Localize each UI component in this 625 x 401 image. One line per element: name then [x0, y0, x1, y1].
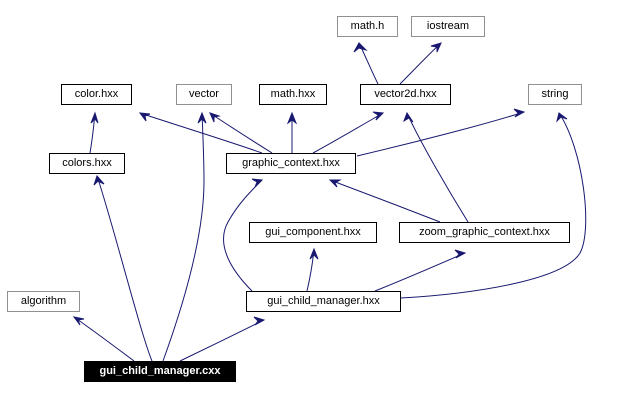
edge-graphic_context_hxx-to-color_hxx	[138, 112, 263, 154]
arrowhead-icon	[372, 111, 385, 121]
graph-node-gui-component-hxx[interactable]: gui_component.hxx	[249, 222, 377, 243]
edge-line	[374, 252, 466, 292]
graph-node-math-h[interactable]: math.h	[337, 16, 398, 37]
arrowhead-icon	[90, 111, 99, 124]
edge-line	[223, 179, 263, 292]
graph-node-label: gui_component.hxx	[265, 226, 361, 238]
graph-node-math-hxx[interactable]: math.hxx	[259, 84, 327, 105]
graph-node-gui-child-manager-hxx[interactable]: gui_child_manager.hxx	[246, 291, 401, 312]
graph-node-label: colors.hxx	[62, 157, 112, 169]
graph-node-vector[interactable]: vector	[176, 84, 232, 105]
edge-line	[96, 175, 153, 362]
edge-line	[400, 112, 587, 299]
graph-node-label: math.hxx	[270, 88, 316, 100]
graph-node-label: gui_child_manager.cxx	[99, 365, 221, 377]
edge-line	[329, 179, 441, 223]
arrowhead-icon	[403, 111, 414, 123]
graph-node-iostream[interactable]: iostream	[411, 16, 485, 37]
edge-line	[406, 112, 469, 223]
edge-line	[399, 42, 442, 85]
edge-colors_hxx-to-color_hxx	[89, 111, 99, 154]
edge-vector2d_hxx-to-iostream	[399, 42, 442, 85]
graph-node-label: gui_child_manager.hxx	[267, 295, 380, 307]
graph-node-label: graphic_context.hxx	[242, 157, 340, 169]
graph-node-graphic-context-hxx[interactable]: graphic_context.hxx	[226, 153, 356, 174]
edge-line	[356, 111, 525, 157]
edge-gui_child_manager_cxx-to-gui_child_manager_hxx	[179, 316, 266, 362]
arrowhead-icon	[430, 42, 442, 53]
arrowhead-icon	[209, 112, 221, 123]
arrowhead-icon	[93, 175, 105, 186]
arrowhead-icon	[251, 178, 264, 188]
edge-graphic_context_hxx-to-vector2d_hxx	[312, 111, 385, 154]
graph-node-algorithm[interactable]: algorithm	[7, 291, 80, 312]
graph-node-label: string	[541, 88, 569, 100]
edge-gui_child_manager_hxx-to-zoom_graphic_ctx_hxx	[374, 249, 467, 292]
arrowhead-icon	[513, 108, 526, 118]
edge-gui_child_manager_cxx-to-algorithm	[72, 316, 135, 362]
graph-node-label: vector	[189, 88, 219, 100]
edge-gui_child_manager_hxx-to-gui_component_hxx	[306, 247, 319, 292]
graph-node-colors-hxx[interactable]: colors.hxx	[49, 153, 125, 174]
graph-node-label: math.h	[350, 20, 385, 32]
edge-graphic_context_hxx-to-string	[356, 108, 526, 157]
graph-node-label: iostream	[426, 20, 470, 32]
arrowhead-icon	[286, 111, 298, 125]
graph-node-string[interactable]: string	[528, 84, 582, 105]
edge-line	[179, 319, 265, 362]
graph-node-color-hxx[interactable]: color.hxx	[61, 84, 132, 105]
graph-node-gui-child-manager-cxx: gui_child_manager.cxx	[84, 361, 236, 382]
graph-node-label: color.hxx	[74, 88, 119, 100]
arrowhead-icon	[253, 316, 266, 326]
edge-gui_child_manager_hxx-to-graphic_context_hxx	[223, 178, 264, 292]
graph-node-label: vector2d.hxx	[374, 88, 437, 100]
arrowhead-icon	[309, 247, 319, 260]
edge-vector2d_hxx-to-math_h	[353, 42, 379, 85]
edge-graphic_context_hxx-to-vector	[209, 112, 273, 154]
graph-node-label: algorithm	[20, 295, 67, 307]
edge-line	[209, 112, 273, 154]
edge-gui_child_manager_cxx-to-vector	[162, 111, 207, 362]
edge-line	[162, 112, 205, 362]
edge-line	[139, 112, 263, 154]
arrowhead-icon	[328, 179, 342, 188]
arrowhead-icon	[197, 111, 207, 124]
edge-line	[73, 316, 135, 362]
arrowhead-icon	[72, 316, 85, 326]
arrowhead-icon	[556, 112, 568, 123]
edge-zoom_graphic_ctx_hxx-to-vector2d_hxx	[403, 111, 469, 223]
edge-graphic_context_hxx-to-math_hxx	[286, 111, 298, 153]
graph-node-label: zoom_graphic_context.hxx	[419, 226, 550, 238]
graph-node-vector2d-hxx[interactable]: vector2d.hxx	[360, 84, 451, 105]
edge-line	[312, 112, 384, 154]
arrowhead-icon	[353, 42, 368, 53]
edge-gui_child_manager_hxx-to-string	[400, 112, 587, 299]
arrowhead-icon	[454, 249, 467, 259]
arrowhead-icon	[138, 112, 151, 122]
edge-gui_child_manager_cxx-to-colors_hxx	[93, 175, 153, 362]
edge-zoom_graphic_ctx_hxx-to-graphic_context_hxx	[328, 179, 441, 223]
graph-node-zoom-graphic-ctx-hxx[interactable]: zoom_graphic_context.hxx	[399, 222, 570, 243]
